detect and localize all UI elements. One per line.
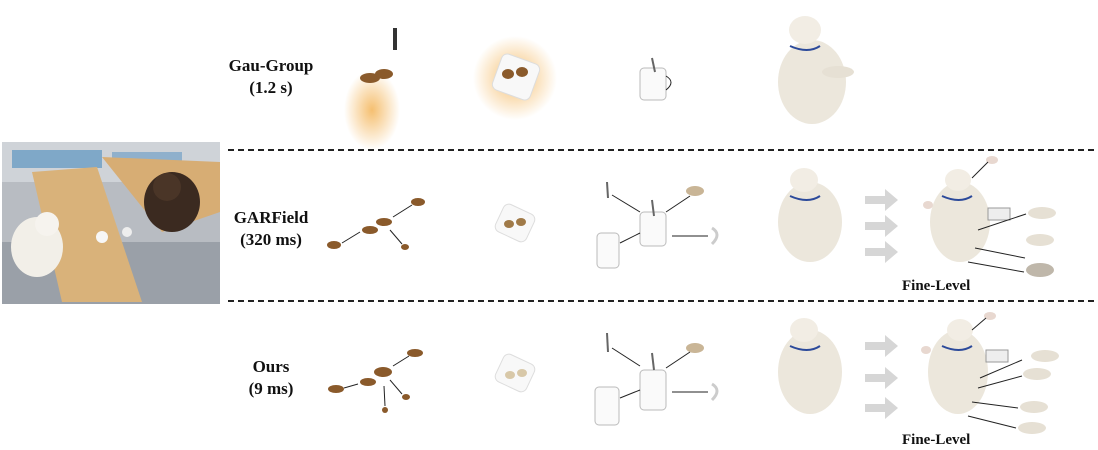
garfield-cookies [327, 198, 425, 250]
garfield-arrows [865, 189, 898, 263]
fine-level-label-garfield: Fine-Level [902, 278, 971, 294]
ours-plate [494, 353, 536, 393]
scene-photo [2, 142, 220, 304]
row-separator-1 [228, 149, 1094, 151]
method-name: Gau-Group [228, 56, 314, 75]
ours-sheep [778, 312, 1059, 434]
garfield-sheep [778, 156, 1056, 277]
garfield-plate [494, 203, 536, 243]
gau-group-mug [639, 57, 672, 101]
method-name: Ours [252, 357, 290, 376]
row-label-ours: Ours (9 ms) [196, 356, 346, 400]
gau-group-plate [473, 36, 557, 120]
method-time: (1.2 s) [249, 78, 293, 97]
fine-level-label-ours: Fine-Level [902, 432, 971, 448]
ours-arrows [865, 335, 898, 419]
row-label-garfield: GARField (320 ms) [196, 207, 346, 251]
ours-mug [594, 332, 719, 426]
method-time: (9 ms) [248, 379, 294, 398]
ours-cookies [328, 349, 423, 413]
gau-group-cookies [344, 28, 400, 150]
row-label-gau-group: Gau-Group (1.2 s) [196, 55, 346, 99]
method-name: GARField [233, 208, 309, 227]
method-time: (320 ms) [240, 230, 302, 249]
gau-group-sheep [778, 16, 854, 124]
garfield-mug [596, 181, 719, 269]
row-separator-2 [228, 300, 1094, 302]
